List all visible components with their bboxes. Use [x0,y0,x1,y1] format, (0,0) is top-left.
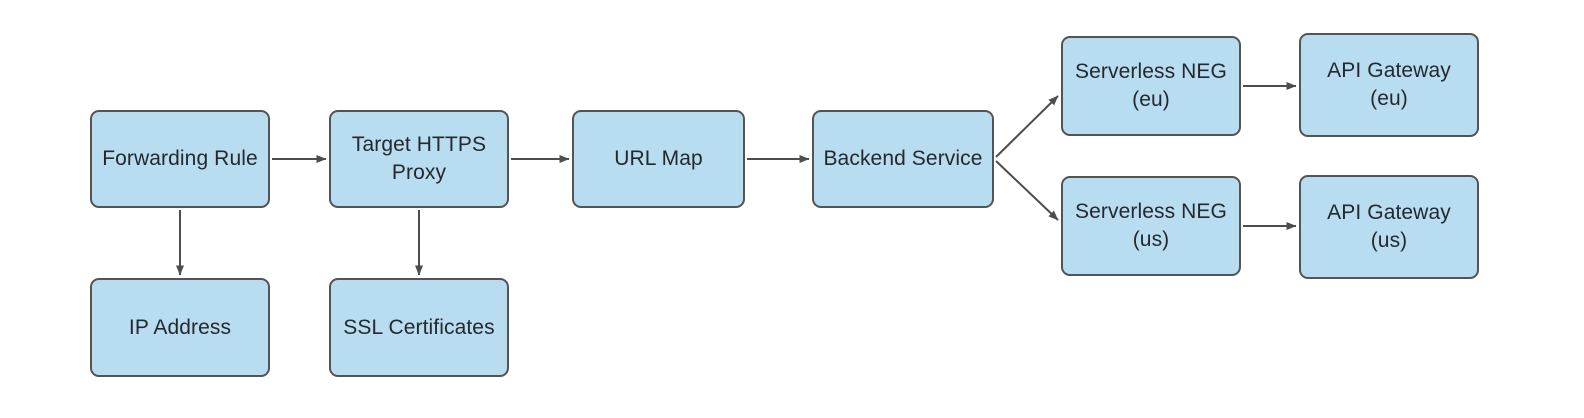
node-label-serverless-neg-eu: Serverless NEG (eu) [1075,60,1227,111]
node-label-forwarding-rule: Forwarding Rule [102,147,258,171]
node-backend-service[interactable]: Backend Service [812,110,994,208]
node-serverless-neg-us[interactable]: Serverless NEG (us) [1061,176,1241,276]
node-label-api-gateway-eu: API Gateway (eu) [1327,59,1451,110]
node-label-target-https-proxy: Target HTTPS Proxy [351,133,487,184]
node-url-map[interactable]: URL Map [572,110,745,208]
node-label-url-map: URL Map [614,147,703,171]
edge-backend-service-to-serverless-neg-eu [995,95,1059,158]
node-api-gateway-eu[interactable]: API Gateway (eu) [1299,33,1479,137]
node-label-ip-address: IP Address [128,315,232,339]
node-serverless-neg-eu[interactable]: Serverless NEG (eu) [1061,36,1241,136]
node-target-https-proxy[interactable]: Target HTTPS Proxy [329,110,509,208]
node-ssl-certificates[interactable]: SSL Certificates [329,278,509,377]
node-label-ssl-certificates: SSL Certificates [343,315,495,339]
node-ip-address[interactable]: IP Address [90,278,270,377]
node-label-backend-service: Backend Service [823,147,983,171]
node-forwarding-rule[interactable]: Forwarding Rule [90,110,270,208]
node-label-serverless-neg-us: Serverless NEG (us) [1075,200,1227,251]
node-api-gateway-us[interactable]: API Gateway (us) [1299,175,1479,279]
node-label-api-gateway-us: API Gateway (us) [1327,201,1451,252]
edge-backend-service-to-serverless-neg-us [995,160,1059,221]
